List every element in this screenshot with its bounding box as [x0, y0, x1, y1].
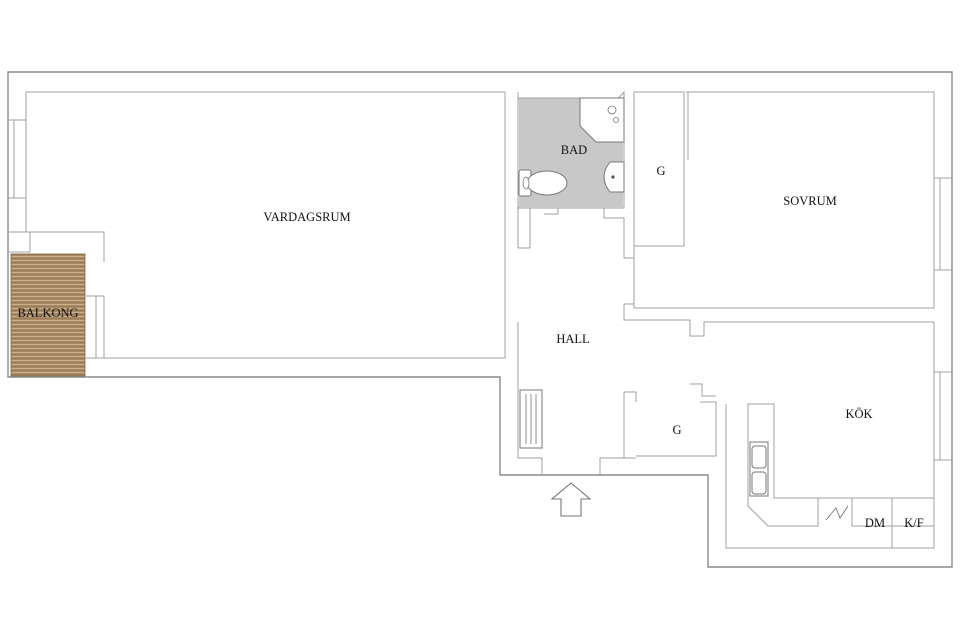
living-room-walls	[8, 91, 506, 359]
room-label-g-lower: G	[672, 423, 681, 437]
stove-icon	[825, 505, 849, 521]
room-label-kf: K/F	[904, 516, 924, 530]
balcony-deck	[10, 253, 86, 377]
room-label-bad: BAD	[561, 143, 587, 157]
kitchen-sink-icon	[749, 441, 769, 497]
room-label-dm: DM	[865, 516, 885, 530]
shower-drain-icon	[607, 105, 617, 115]
room-label-balkong: BALKONG	[17, 306, 78, 320]
kitchen-walls	[725, 322, 952, 549]
upper-wardrobe	[634, 91, 689, 247]
outer-wall	[7, 71, 953, 568]
room-label-sovrum: SOVRUM	[783, 194, 837, 208]
entrance-arrow-icon[interactable]	[550, 482, 592, 517]
bedroom-walls	[623, 91, 952, 337]
room-label-hall: HALL	[556, 332, 589, 346]
hall-walls	[517, 322, 717, 475]
room-label-g-upper: G	[656, 164, 665, 178]
radiator-icon	[519, 389, 543, 449]
toilet-icon	[518, 169, 568, 197]
bathroom	[516, 90, 635, 259]
washbasin-icon	[603, 161, 625, 193]
room-label-vardagsrum: VARDAGSRUM	[263, 210, 350, 224]
room-label-kok: KÖK	[845, 407, 872, 421]
